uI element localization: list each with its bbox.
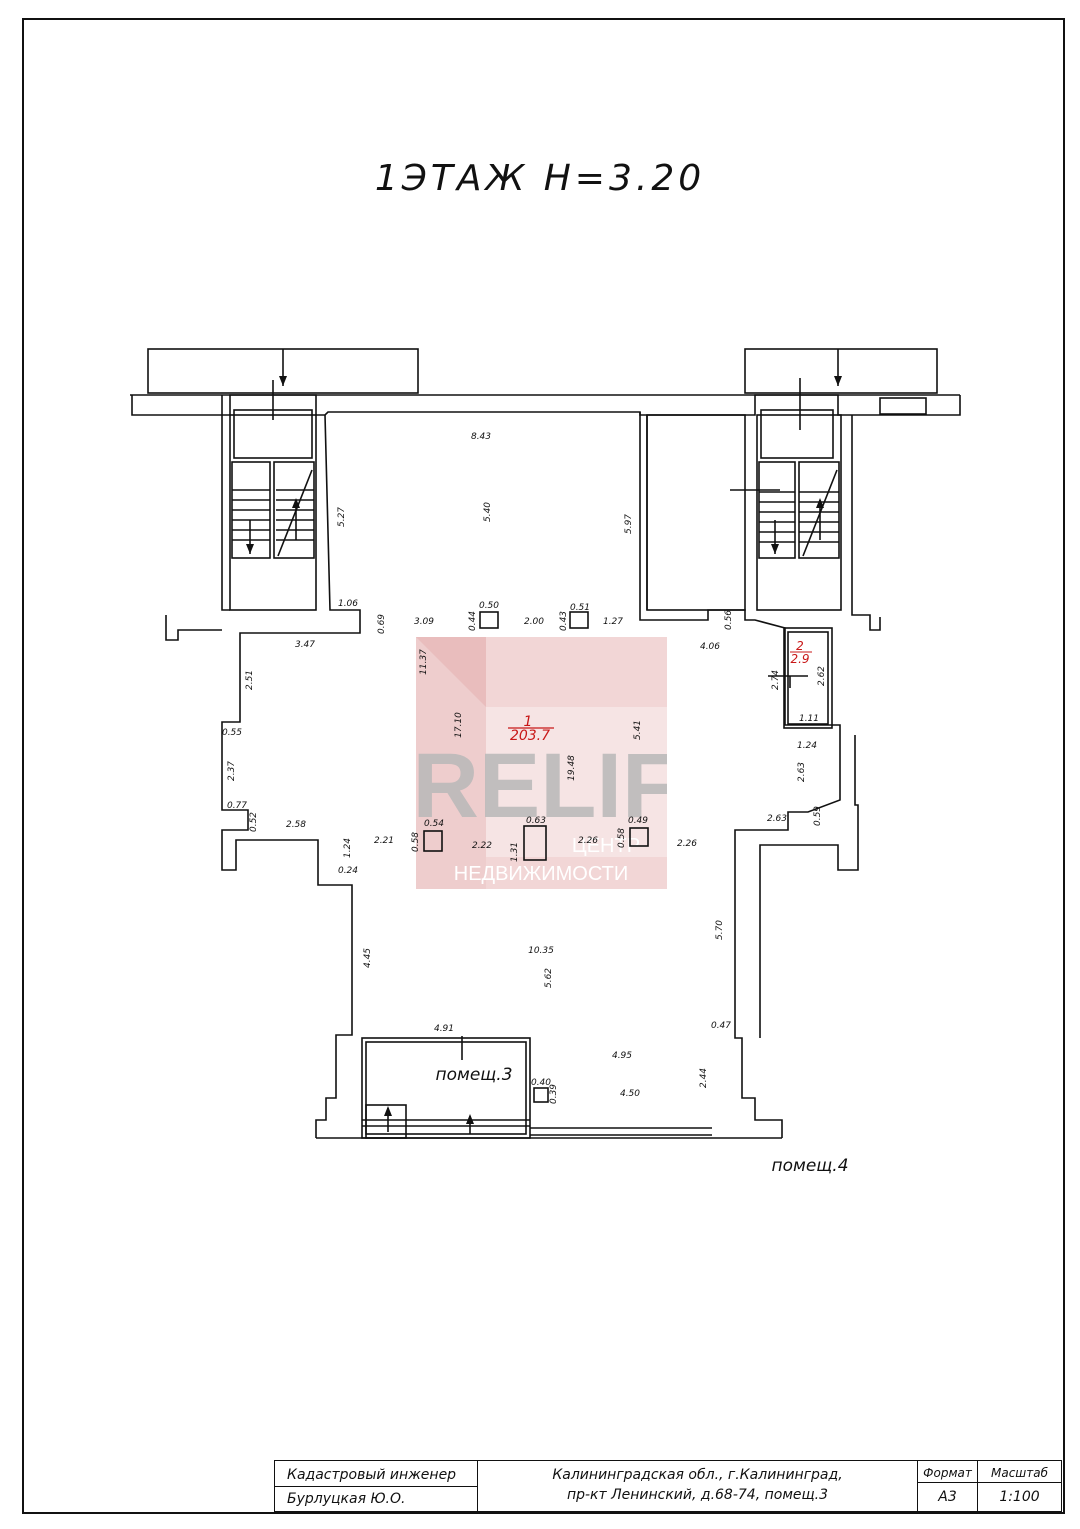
dim-2-26b: 2.26 xyxy=(677,839,697,849)
dim-0-63: 0.63 xyxy=(526,816,546,826)
dim-0-50: 0.50 xyxy=(479,601,499,611)
dim-0-58b: 0.58 xyxy=(617,828,627,848)
dim-0-77: 0.77 xyxy=(227,801,247,811)
dim-0-47: 0.47 xyxy=(711,1021,731,1031)
dim-4-06: 4.06 xyxy=(700,642,720,652)
dim-5-70: 5.70 xyxy=(715,920,725,940)
dim-2-63b: 2.63 xyxy=(767,814,787,824)
room2-area: 2.9 xyxy=(790,652,809,666)
dim-17-10: 17.10 xyxy=(454,712,464,738)
engineer-block: Кадастровый инженер Бурлуцкая Ю.О. xyxy=(274,1460,478,1512)
watermark-brand: RELIFE xyxy=(416,735,667,837)
dim-3-47: 3.47 xyxy=(295,640,315,650)
dim-4-50: 4.50 xyxy=(620,1089,640,1099)
dim-0-44: 0.44 xyxy=(468,611,478,631)
dim-0-55: 0.55 xyxy=(222,728,242,738)
dim-1-27: 1.27 xyxy=(603,617,623,627)
dim-0-56: 0.56 xyxy=(724,610,734,630)
dim-0-24: 0.24 xyxy=(338,866,358,876)
dim-2-22: 2.22 xyxy=(472,841,492,851)
dim-2-00: 2.00 xyxy=(524,617,544,627)
address-line2: пр-кт Ленинский, д.68-74, помещ.3 xyxy=(566,1487,829,1503)
dim-0-54: 0.54 xyxy=(424,819,444,829)
drawing-frame xyxy=(22,18,1065,1514)
dim-1-24a: 1.24 xyxy=(797,741,817,751)
dim-2-26a: 2.26 xyxy=(578,836,598,846)
dim-2-51: 2.51 xyxy=(245,670,255,690)
dim-2-63a: 2.63 xyxy=(797,762,807,782)
dim-19-48: 19.48 xyxy=(567,755,577,781)
room2-number: 2 xyxy=(796,639,804,653)
dim-0-39: 0.39 xyxy=(549,1084,559,1104)
pomesh4-label: помещ.4 xyxy=(771,1156,848,1176)
dim-4-95: 4.95 xyxy=(612,1051,632,1061)
scale-value: 1:100 xyxy=(999,1489,1040,1505)
dim-2-58: 2.58 xyxy=(286,820,306,830)
format-label: Формат xyxy=(923,1466,972,1480)
address-block: Калининградская обл., г.Калининград, пр-… xyxy=(478,1460,918,1512)
dim-0-49: 0.49 xyxy=(628,816,648,826)
dim-2-74: 2.74 xyxy=(771,670,781,690)
dim-5-27: 5.27 xyxy=(337,507,347,527)
dim-3-09: 3.09 xyxy=(414,617,434,627)
room1-number: 1 xyxy=(524,714,533,730)
dim-0-59: 0.59 xyxy=(813,806,823,826)
relife-watermark: RELIFE ЦЕНТР НЕДВИЖИМОСТИ xyxy=(416,637,667,889)
dim-2-21: 2.21 xyxy=(374,836,394,846)
dim-0-51: 0.51 xyxy=(570,603,590,613)
right-canopy xyxy=(744,348,938,394)
dim-2-62: 2.62 xyxy=(817,666,827,686)
format-block: Формат А3 xyxy=(918,1460,978,1512)
dim-2-44: 2.44 xyxy=(699,1068,709,1088)
dim-0-69: 0.69 xyxy=(377,614,387,634)
scale-label: Масштаб xyxy=(990,1466,1049,1480)
dim-4-91: 4.91 xyxy=(434,1024,454,1034)
dim-5-97: 5.97 xyxy=(624,514,634,534)
dim-11-37: 11.37 xyxy=(419,649,429,675)
dim-4-45: 4.45 xyxy=(363,948,373,968)
dim-5-40: 5.40 xyxy=(483,502,493,522)
dim-5-41: 5.41 xyxy=(633,720,643,740)
dim-0-58a: 0.58 xyxy=(411,832,421,852)
dim-1-24b: 1.24 xyxy=(343,838,353,858)
watermark-line2: НЕДВИЖИМОСТИ xyxy=(454,863,628,885)
engineer-label: Кадастровый инженер xyxy=(287,1467,457,1483)
dim-0-43: 0.43 xyxy=(559,611,569,631)
floor-title: 1ЭТАЖ Н=3.20 xyxy=(374,158,706,199)
dim-1-11: 1.11 xyxy=(799,714,819,724)
dim-0-40: 0.40 xyxy=(531,1078,551,1088)
dim-2-37: 2.37 xyxy=(227,761,237,781)
pomesh3-label: помещ.3 xyxy=(435,1065,512,1085)
format-value: А3 xyxy=(938,1489,957,1505)
engineer-name: Бурлуцкая Ю.О. xyxy=(287,1491,406,1507)
dim-1-31: 1.31 xyxy=(510,842,520,862)
dim-10-35: 10.35 xyxy=(528,946,554,956)
dim-1-06: 1.06 xyxy=(338,599,358,609)
dim-0-52: 0.52 xyxy=(249,812,259,832)
watermark-line1: ЦЕНТР xyxy=(572,835,640,857)
address-line1: Калининградская обл., г.Калининград, xyxy=(552,1467,843,1483)
scale-block: Масштаб 1:100 xyxy=(978,1460,1062,1512)
room1-area: 203.7 xyxy=(510,728,550,744)
dim-5-62: 5.62 xyxy=(544,968,554,988)
dim-8-43: 8.43 xyxy=(471,432,491,442)
